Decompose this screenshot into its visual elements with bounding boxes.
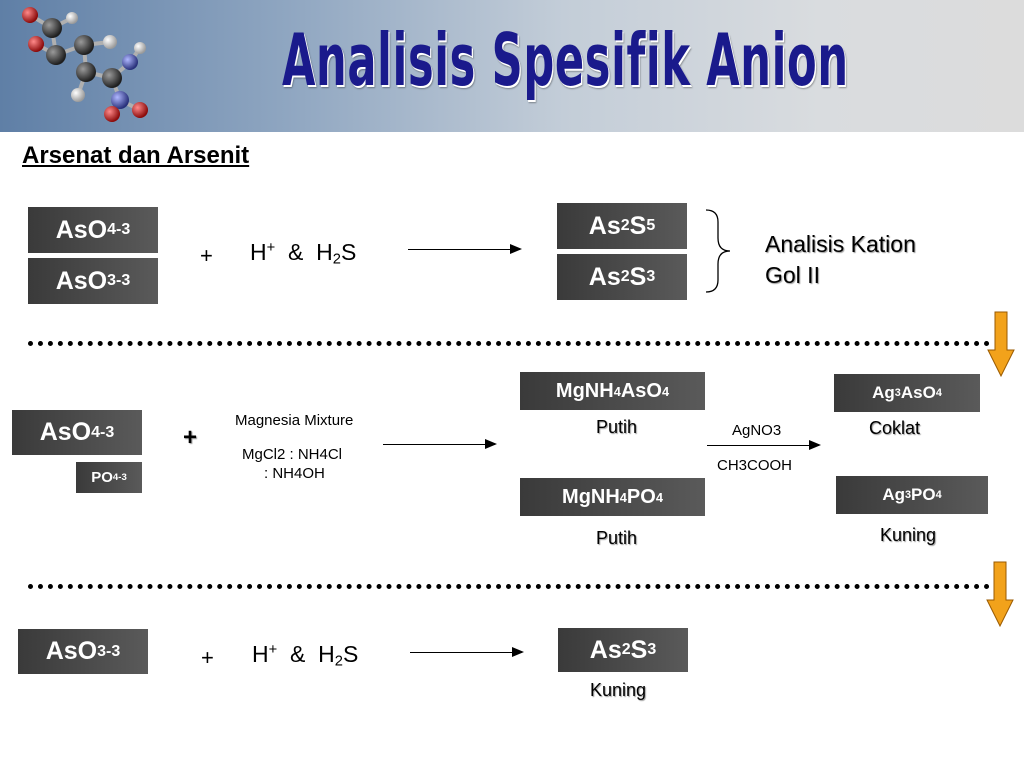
agno3-reagent-label: AgNO3 [732, 422, 782, 439]
reaction-arrow [408, 244, 522, 254]
acetic-acid-reagent-label: CH3COOH [717, 457, 793, 474]
reagent-h-h2s: H+ & H2S [250, 239, 357, 268]
dotted-divider [28, 584, 990, 589]
header-banner: Analisis Spesifik Anion [0, 0, 1024, 132]
plus-sign: + [200, 243, 213, 268]
reagent-h-h2s: H+ & H2S [252, 641, 359, 670]
reaction-arrow [383, 439, 497, 449]
cation-analysis-note-line1: Analisis Kation [765, 231, 916, 257]
down-arrow-icon [987, 311, 1015, 378]
down-arrow-icon [986, 561, 1014, 628]
cation-analysis-note-line2: Gol II [765, 262, 820, 288]
magnesia-mixture-label: Magnesia Mixture [235, 412, 354, 429]
reaction-arrow [410, 647, 524, 657]
dotted-divider [28, 341, 990, 346]
magnesia-mixture-composition-line1: MgCl2 : NH4Cl [242, 446, 343, 463]
precipitate-color-label: Putih [596, 528, 638, 548]
precipitate-color-label: Kuning [880, 525, 937, 545]
molecule-image [22, 7, 148, 122]
precipitate-color-label: Putih [596, 417, 638, 437]
plus-sign: + [183, 424, 198, 451]
section-subtitle: Arsenat dan Arsenit [22, 142, 250, 169]
grouping-brace [705, 209, 731, 293]
page-title: Analisis Spesifik Anion [282, 18, 849, 102]
magnesia-mixture-composition-line2: : NH4OH [264, 465, 325, 482]
reaction-arrow [707, 440, 821, 450]
plus-sign: + [201, 645, 214, 670]
precipitate-color-label: Kuning [590, 680, 647, 700]
precipitate-color-label: Coklat [869, 418, 921, 438]
